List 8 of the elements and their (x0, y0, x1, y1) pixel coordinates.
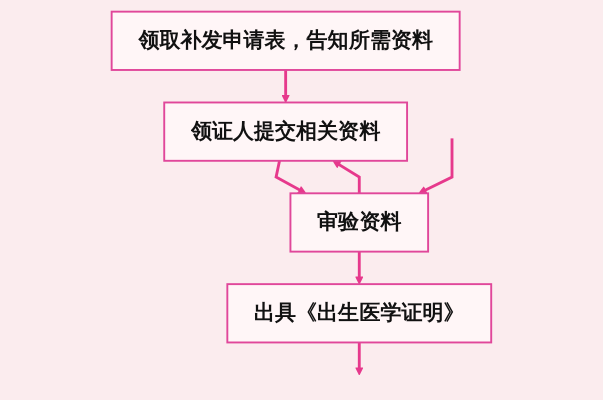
arrow (332, 160, 361, 194)
node-box: 出具《出生医学证明》 (226, 283, 492, 344)
arrow (274, 160, 306, 194)
node-box: 审验资料 (290, 192, 430, 253)
arrow (355, 342, 364, 376)
arrow (282, 70, 290, 103)
arrow (418, 138, 454, 194)
arrow (355, 252, 364, 285)
